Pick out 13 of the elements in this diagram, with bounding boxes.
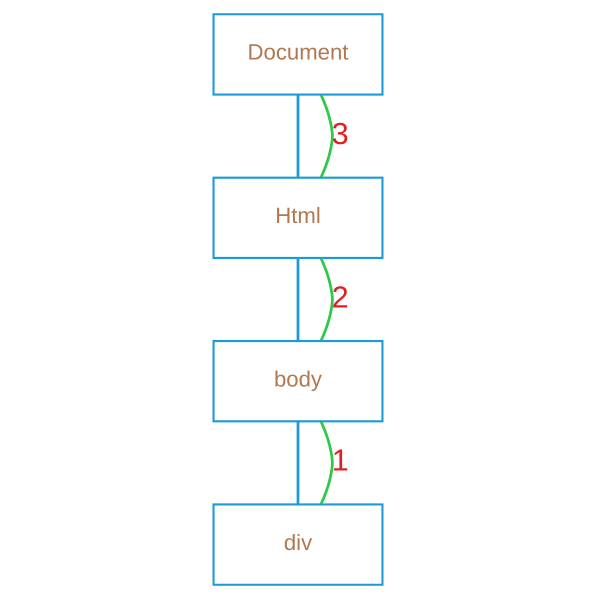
connector bbox=[319, 94, 334, 178]
node-box: div bbox=[212, 503, 383, 586]
connector bbox=[319, 258, 334, 342]
connector bbox=[296, 421, 299, 504]
edge-label: 1 bbox=[331, 444, 348, 478]
connector bbox=[319, 421, 334, 504]
node-box: Html bbox=[212, 176, 383, 259]
edge-label: 3 bbox=[331, 116, 348, 151]
node-box: Document bbox=[212, 13, 383, 96]
node-box: body bbox=[212, 340, 383, 422]
edge-label: 2 bbox=[331, 280, 348, 314]
connector bbox=[296, 258, 299, 341]
connector bbox=[296, 94, 299, 178]
